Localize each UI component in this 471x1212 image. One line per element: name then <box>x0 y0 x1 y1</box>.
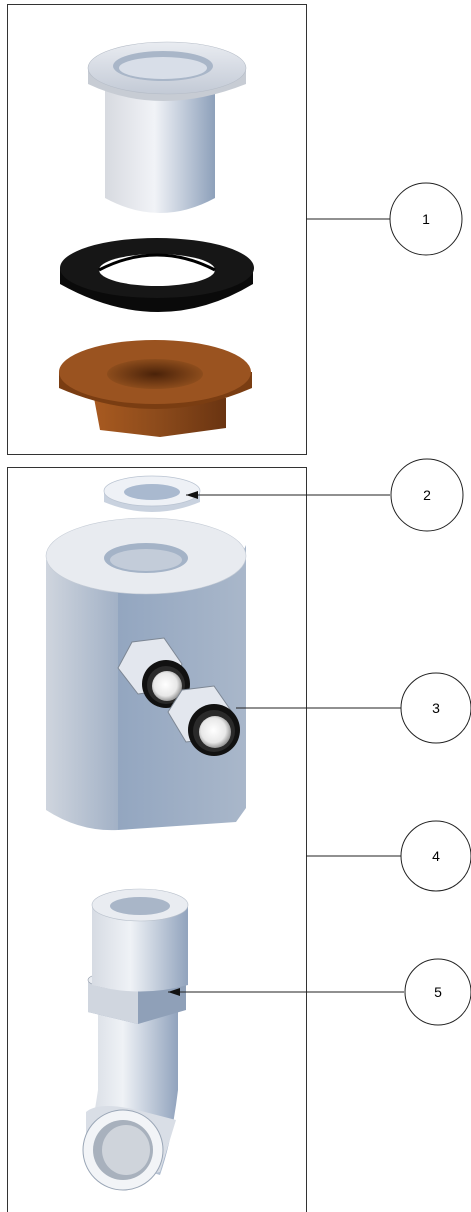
callout-1: 1 <box>389 182 463 256</box>
svg-text:4: 4 <box>432 848 440 864</box>
fitting-lower <box>167 685 240 756</box>
pipe-elbow-assembly <box>82 888 189 1191</box>
lower-assembly-frame <box>7 467 307 1212</box>
arrow-head-2 <box>186 491 198 499</box>
brown-flange-nut <box>59 340 252 437</box>
callout-2: 2 <box>390 458 464 532</box>
svg-text:3: 3 <box>432 700 440 716</box>
callout-5: 5 <box>404 958 471 1026</box>
callout-3: 3 <box>400 672 471 744</box>
flanged-tube <box>87 41 247 213</box>
callout-4: 4 <box>400 820 471 892</box>
arrow-head-5 <box>168 988 180 996</box>
black-gasket <box>60 238 254 312</box>
white-washer <box>103 475 201 512</box>
svg-text:5: 5 <box>434 984 442 1000</box>
svg-text:2: 2 <box>423 487 431 503</box>
svg-text:1: 1 <box>422 211 430 227</box>
upper-assembly-frame <box>7 4 307 455</box>
